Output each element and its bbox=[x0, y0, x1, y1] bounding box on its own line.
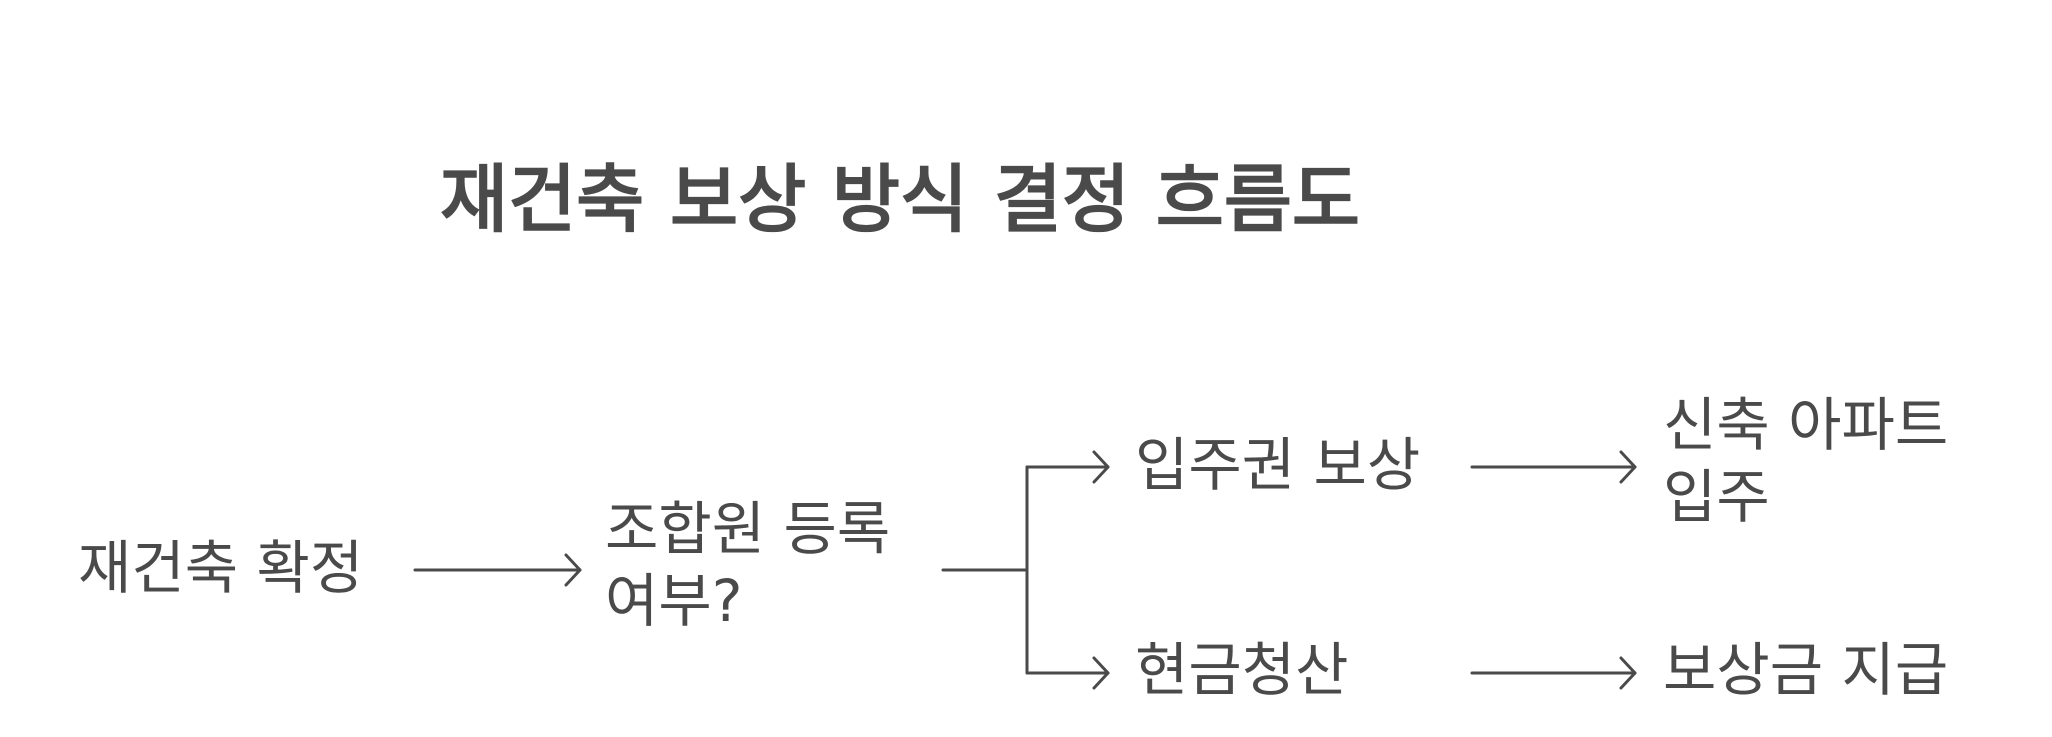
node-result-b-label: 보상금 지급 bbox=[1663, 636, 1949, 704]
node-start-label: 재건축 확정 bbox=[78, 534, 364, 602]
diagram-title: 재건축 보상 방식 결정 흐름도 bbox=[439, 157, 1360, 243]
node-result-a: 신축 아파트 입주 bbox=[1663, 389, 1948, 533]
branch-connector bbox=[941, 450, 1110, 690]
node-decision-line-2: 여부? bbox=[605, 567, 743, 635]
node-option-a: 입주권 보상 bbox=[1135, 429, 1420, 501]
arrow-option-b-to-result-b bbox=[1470, 656, 1637, 690]
arrow-option-a-to-result-a bbox=[1470, 450, 1637, 484]
node-decision-line-1: 조합원 등록 bbox=[605, 495, 891, 563]
node-option-b: 현금청산 bbox=[1135, 634, 1348, 706]
node-option-a-label: 입주권 보상 bbox=[1135, 431, 1421, 499]
node-result-a-line-2: 입주 bbox=[1663, 463, 1770, 531]
arrow-start-to-decision bbox=[413, 553, 582, 587]
node-start: 재건축 확정 bbox=[78, 532, 363, 604]
node-result-b: 보상금 지급 bbox=[1663, 634, 1948, 706]
node-option-b-label: 현금청산 bbox=[1135, 636, 1349, 704]
node-result-a-line-1: 신축 아파트 bbox=[1663, 391, 1949, 459]
node-decision: 조합원 등록 여부? bbox=[605, 493, 890, 637]
